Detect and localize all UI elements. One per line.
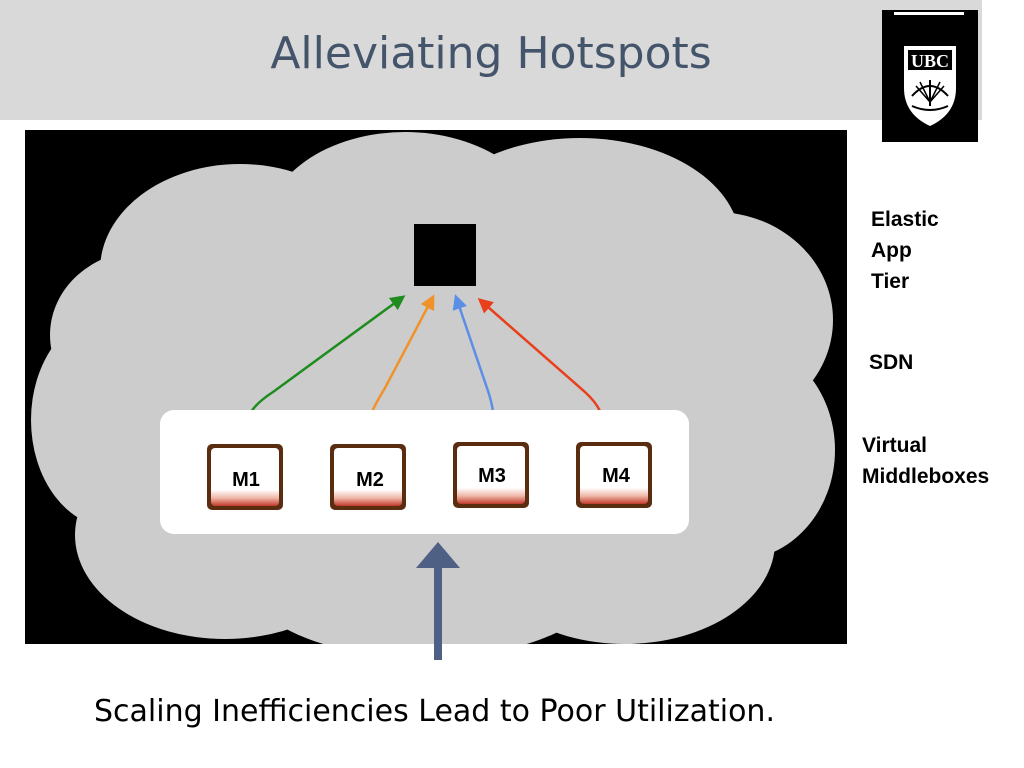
label-virtual-middleboxes: Virtual Middleboxes (862, 434, 990, 488)
cloud-diagram: M1 M2 M3 M4 (25, 130, 847, 644)
label-sdn: SDN (869, 351, 914, 374)
ubc-logo: UBC (882, 10, 978, 142)
big-up-arrow (416, 542, 460, 660)
slide-title: Alleviating Hotspots (270, 28, 712, 79)
middlebox-m3[interactable]: M3 (453, 442, 529, 508)
slide-caption: Scaling Inefficiencies Lead to Poor Util… (94, 694, 775, 729)
middlebox-m1[interactable]: M1 (207, 444, 283, 510)
logo-text: UBC (911, 51, 949, 71)
middlebox-label: M4 (602, 465, 631, 487)
middlebox-label: M1 (232, 469, 260, 491)
middlebox-label: M2 (356, 469, 384, 491)
middlebox-label: M3 (478, 465, 506, 487)
middlebox-m2[interactable]: M2 (330, 444, 406, 510)
title-bar (0, 0, 982, 120)
app-server-square (414, 224, 476, 286)
middlebox-tray (160, 410, 689, 534)
middlebox-m4[interactable]: M4 (576, 442, 652, 508)
label-elastic-app-tier: Elastic App Tier (871, 208, 939, 293)
